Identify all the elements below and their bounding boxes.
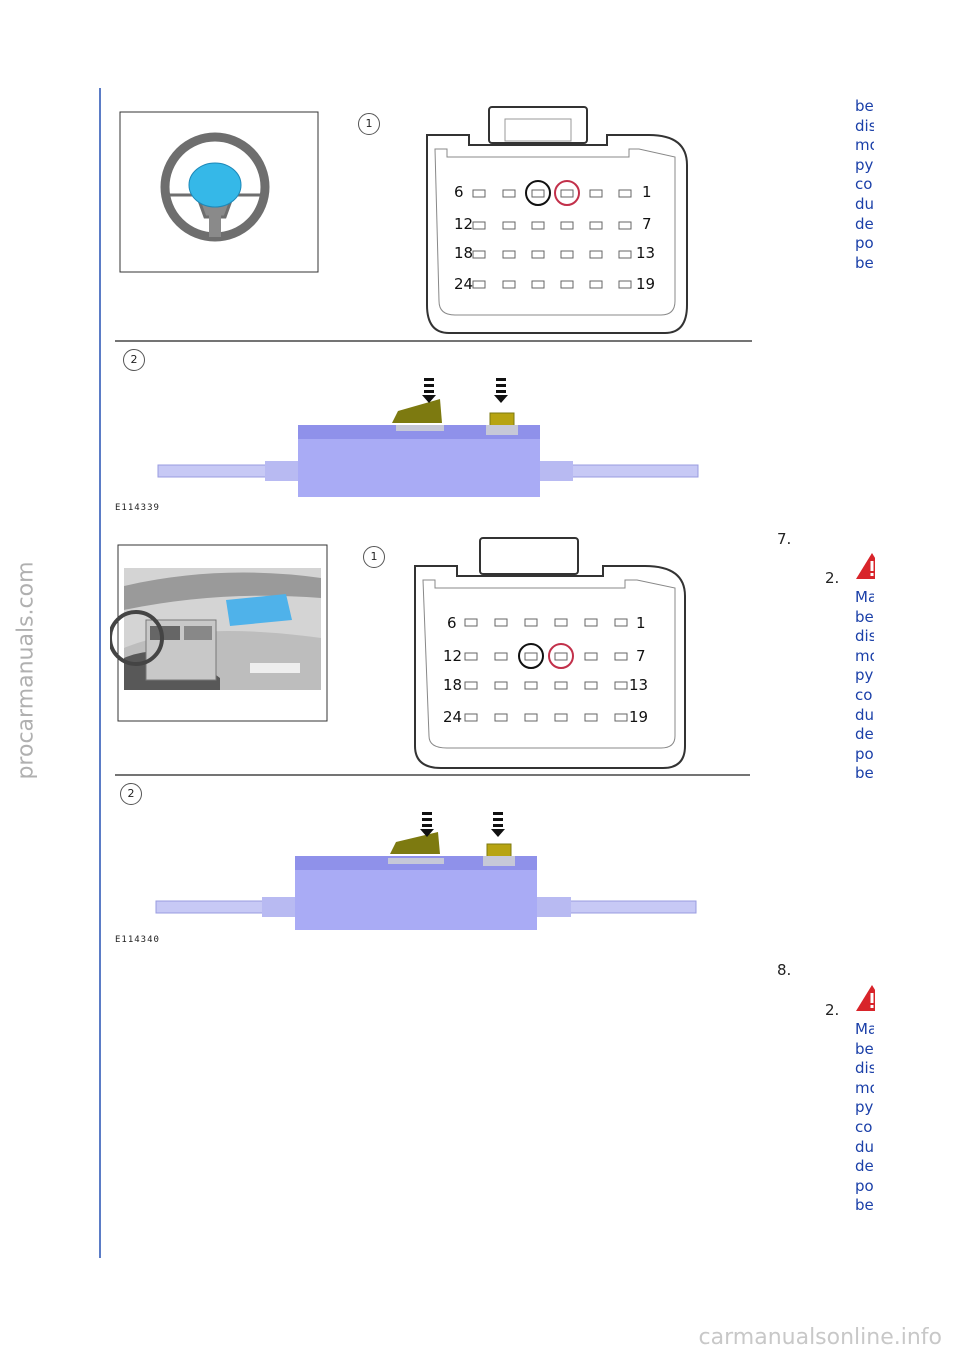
callout-1: 1	[363, 546, 385, 568]
pin-marker-black	[525, 180, 551, 206]
dashboard-photo-icon	[110, 568, 321, 690]
step-8-text: Ma be dis mo py co du de po be	[855, 1020, 874, 1215]
connector-side-view-1	[157, 378, 699, 497]
side-watermark-text: procarmanuals.com	[13, 560, 39, 780]
pin-label-6: 6	[447, 614, 457, 632]
pin-label-13: 13	[629, 676, 649, 694]
callout-1: 1	[358, 113, 380, 135]
margin-rule	[99, 88, 101, 1258]
warning-icon	[855, 552, 875, 580]
bottom-watermark: carmanualsonline.info	[698, 1325, 942, 1350]
pin-label-24: 24	[443, 708, 463, 726]
pin-label-19: 19	[629, 708, 649, 726]
figure-2-illustration	[110, 537, 750, 930]
warning-icon	[855, 984, 875, 1012]
connector-side-view-2	[155, 812, 697, 930]
figure-driver-airbag-connector: 1 2 6 1 12 7 18 13 24 19 E114339	[110, 95, 760, 520]
pin-label-12: 12	[443, 647, 463, 665]
pin-label-18: 18	[454, 244, 474, 262]
connector-face-2	[414, 537, 686, 769]
pin-label-1: 1	[636, 614, 646, 632]
pin-marker-red	[554, 180, 580, 206]
step-8-sub-number: 2.	[825, 1001, 840, 1019]
pin-label-12: 12	[454, 215, 474, 233]
pin-label-19: 19	[636, 275, 656, 293]
step-8-number: 8.	[777, 961, 792, 979]
step-7-text: Ma be dis mo py co du de po be	[855, 588, 874, 783]
steering-wheel-icon	[160, 132, 270, 242]
callout-2: 2	[123, 349, 145, 371]
figure-code: E114339	[115, 503, 160, 513]
side-watermark: procarmanuals.com	[6, 560, 46, 780]
step-7-number: 7.	[777, 530, 792, 548]
step-7-sub-number: 2.	[825, 569, 840, 587]
pin-label-1: 1	[642, 183, 652, 201]
figure-code: E114340	[115, 935, 160, 945]
connector-face-1	[426, 106, 688, 334]
pin-label-7: 7	[636, 647, 646, 665]
callout-2: 2	[120, 783, 142, 805]
pin-label-13: 13	[636, 244, 656, 262]
pin-label-6: 6	[454, 183, 464, 201]
pin-marker-red	[548, 643, 574, 669]
figure-passenger-airbag-connector: 1 2 6 1 12 7 18 13 24 19 E114340	[110, 528, 760, 953]
side-text-top: be dis mo py co du de po be	[855, 97, 874, 272]
pin-label-7: 7	[642, 215, 652, 233]
pin-marker-black	[518, 643, 544, 669]
figure-1-illustration	[115, 106, 752, 497]
pin-label-24: 24	[454, 275, 474, 293]
pin-label-18: 18	[443, 676, 463, 694]
